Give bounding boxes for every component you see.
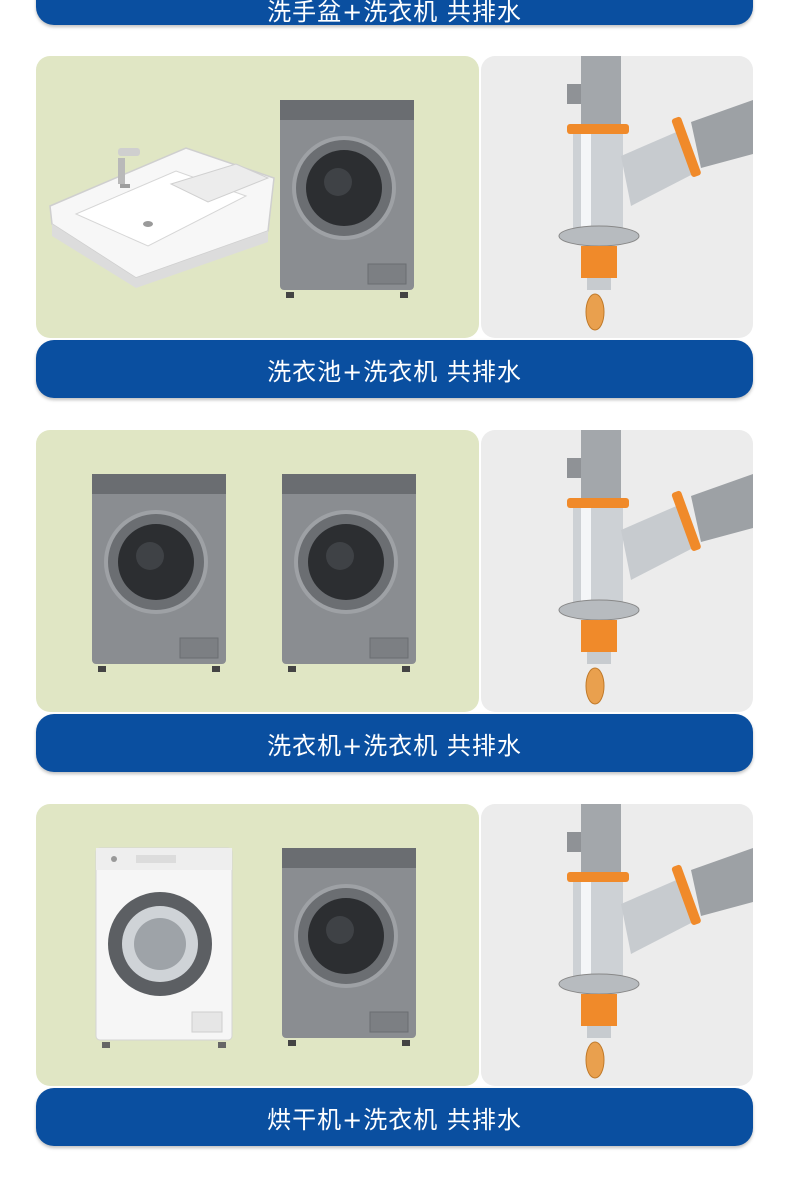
- scene-panel: [36, 56, 479, 338]
- banner-label: 洗衣机+洗衣机 共排水: [267, 731, 522, 760]
- drain-fitting-panel: [481, 56, 753, 338]
- sink-illustration: [49, 147, 275, 288]
- drain-fitting-image: [558, 430, 753, 705]
- drain-fitting-image: [558, 804, 753, 1079]
- washer-illustration: [282, 848, 416, 1046]
- banner-label: 洗衣池+洗衣机 共排水: [267, 357, 522, 386]
- banner-label: 烘干机+洗衣机 共排水: [267, 1105, 522, 1134]
- section-banner-top: 洗手盆+洗衣机 共排水: [36, 0, 753, 26]
- drain-fitting-panel: [481, 430, 753, 712]
- washer-illustration: [280, 100, 414, 298]
- section-banner: 烘干机+洗衣机 共排水: [36, 1088, 753, 1146]
- washer-illustration: [282, 474, 416, 672]
- drain-fitting-panel: [481, 804, 753, 1086]
- section-banner: 洗衣机+洗衣机 共排水: [36, 714, 753, 772]
- section-banner: 洗衣池+洗衣机 共排水: [36, 340, 753, 398]
- washer-illustration: [92, 474, 226, 672]
- scene-panel: [36, 804, 479, 1086]
- dryer-illustration: [95, 847, 233, 1048]
- banner-label: 洗手盆+洗衣机 共排水: [267, 0, 522, 26]
- drain-fitting-image: [558, 56, 753, 331]
- scene-panel: [36, 430, 479, 712]
